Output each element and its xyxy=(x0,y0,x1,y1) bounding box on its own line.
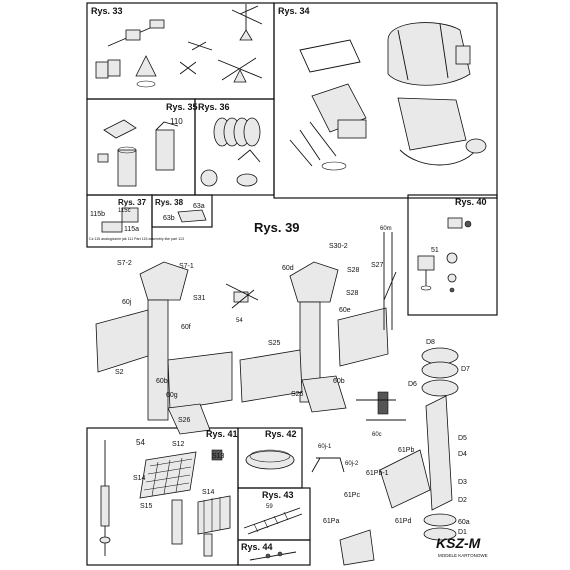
panel-title-rys40: Rys. 40 xyxy=(455,197,487,207)
rys33-drawing xyxy=(95,4,263,88)
label-60j-2: 60j-2 xyxy=(345,461,359,467)
label-s15: S15 xyxy=(140,503,153,510)
rys38-drawing: 63b 63a xyxy=(163,203,207,223)
rys43-drawing xyxy=(243,507,303,535)
label-61pc: 61Pc xyxy=(344,492,360,499)
panel-title-rys33: Rys. 33 xyxy=(91,6,123,16)
panel-rys40-frame xyxy=(407,194,498,316)
panel-title-rys35: Rys. 35 xyxy=(166,102,198,112)
panel-title-rys37: Rys. 37 xyxy=(118,198,147,207)
label-s28-mid: S28 xyxy=(346,290,359,297)
label-s26-left: S26 xyxy=(178,417,191,424)
panel-title-rys43: Rys. 43 xyxy=(262,490,294,500)
label-d8: D8 xyxy=(426,339,435,346)
rys44-drawing xyxy=(249,551,297,561)
brand-logo: KSZ-M MODELE KARTONOWE xyxy=(436,535,488,558)
label-s26-right: S26 xyxy=(291,391,304,398)
label-61pd: 61Pd xyxy=(395,518,411,525)
brand-logo-text: KSZ-M xyxy=(436,535,481,551)
panel-rys36-frame xyxy=(194,98,275,196)
label-s27: S27 xyxy=(371,262,384,269)
label-d1: D1 xyxy=(458,529,467,536)
panel-title-rys36: Rys. 36 xyxy=(198,102,230,112)
label-s7-1: S7-1 xyxy=(179,263,194,270)
rys34-drawing xyxy=(289,22,487,171)
label-60m: 60m xyxy=(380,226,392,232)
label-s2: S2 xyxy=(115,369,124,376)
label-115a: 115a xyxy=(124,226,139,233)
label-d3: D3 xyxy=(458,479,467,486)
rys42-drawing xyxy=(245,449,295,470)
label-d2: D2 xyxy=(458,497,467,504)
panel-title-rys38: Rys. 38 xyxy=(155,198,184,207)
rys40-drawing: 51 xyxy=(417,217,472,293)
label-54-rys41: 54 xyxy=(136,438,145,447)
rys37-drawing: 115c 115b 115a Cz.115 analogicznie jak 1… xyxy=(89,207,184,241)
panel-title-rys44: Rys. 44 xyxy=(241,542,273,552)
label-63a: 63a xyxy=(193,203,205,210)
label-115c: 115c xyxy=(118,208,131,214)
label-s12: S12 xyxy=(172,441,185,448)
label-d7: D7 xyxy=(461,366,470,373)
label-60a: 60a xyxy=(458,519,470,526)
label-59: 59 xyxy=(266,504,273,510)
panel-rys44-frame xyxy=(237,539,311,566)
label-60b-right: 60b xyxy=(333,378,345,385)
panel-rys35-frame xyxy=(86,98,196,196)
label-60f: 60f xyxy=(181,324,191,331)
panel-title-rys41: Rys. 41 xyxy=(206,429,238,439)
label-54: 54 xyxy=(236,318,243,324)
panel-rys38-frame xyxy=(151,194,213,228)
panel-rys41-frame xyxy=(86,427,239,566)
label-110: 110 xyxy=(170,117,183,126)
label-d4: D4 xyxy=(458,451,467,458)
label-s14-left: S14 xyxy=(133,475,146,482)
panel-title-rys42: Rys. 42 xyxy=(265,429,297,439)
panel-rys34-frame xyxy=(273,2,498,199)
label-61pb-1: 61Pb-1 xyxy=(366,470,389,477)
label-61pb: 61Pb xyxy=(398,447,414,454)
panel-title-rys39: Rys. 39 xyxy=(254,220,300,235)
label-d5: D5 xyxy=(458,435,467,442)
label-60b: 60b xyxy=(156,378,168,385)
label-63b: 63b xyxy=(163,215,175,222)
label-60g: 60g xyxy=(166,392,178,399)
label-s14-right: S14 xyxy=(202,489,215,496)
label-60e: 60e xyxy=(339,307,351,314)
label-s7-2: S7-2 xyxy=(117,260,132,267)
label-60d: 60d xyxy=(282,265,294,272)
panel-title-rys34: Rys. 34 xyxy=(278,6,310,16)
label-115b: 115b xyxy=(90,211,105,218)
brand-logo-subtitle: MODELE KARTONOWE xyxy=(438,553,488,558)
rys35-drawing: 110 xyxy=(97,117,183,187)
label-61pa: 61Pa xyxy=(323,518,339,525)
label-60j-1: 60j-1 xyxy=(318,444,332,450)
label-s31: S31 xyxy=(193,295,206,302)
label-s13: S13 xyxy=(212,453,225,460)
label-s25: S25 xyxy=(268,340,281,347)
label-51: 51 xyxy=(431,247,439,254)
label-s28-top: S28 xyxy=(347,267,360,274)
label-d6: D6 xyxy=(408,381,417,388)
label-60j: 60j xyxy=(122,299,132,306)
label-60c: 60c xyxy=(372,432,382,438)
rys39-drawing xyxy=(95,232,459,566)
note-assembly: Cz.115 analogicznie jak 111 Part 115 ass… xyxy=(89,237,184,241)
rys41-drawing xyxy=(99,440,231,557)
label-s30-2: S30-2 xyxy=(329,243,348,250)
rys36-drawing xyxy=(200,117,261,187)
